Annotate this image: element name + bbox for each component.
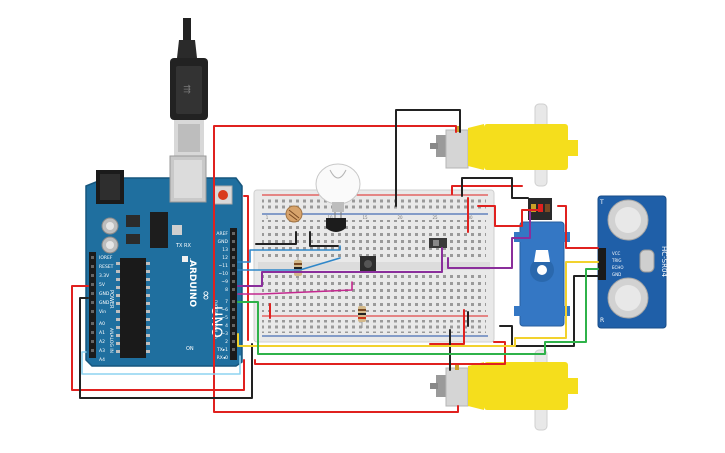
pin-9-label: ~9 — [221, 279, 228, 285]
pin-a1-label: A1 — [99, 330, 105, 336]
pin-vcc-label: VCC — [612, 251, 621, 256]
pin-5v-label: 5V — [99, 282, 106, 288]
wire-yellow[interactable] — [237, 261, 599, 347]
pin-a3-label: A3 — [99, 348, 105, 354]
pin-a2-label: A2 — [99, 339, 105, 345]
pin-7-label: 7 — [225, 299, 228, 305]
pin-11-label: ~11 — [219, 263, 229, 269]
sensor-name-label: HC-SR04 — [660, 246, 668, 277]
wire-red[interactable] — [477, 205, 539, 227]
column-number: 15 — [362, 215, 368, 220]
wire-purple[interactable] — [447, 211, 531, 269]
pin-gnd-label: GND — [612, 272, 621, 277]
analog-section-label: ANALOG IN — [108, 328, 114, 353]
resistor[interactable] — [358, 304, 366, 328]
photoresistor[interactable] — [285, 205, 303, 223]
wire-black[interactable] — [461, 177, 529, 199]
pin-0-label: RX◂0 — [217, 355, 228, 361]
pin-ioref-label: IOREF — [99, 255, 113, 261]
wire-red[interactable] — [451, 185, 523, 195]
ultrasonic-sensor[interactable]: HC-SR04 VCC TRIG ECHO GND T R — [597, 195, 668, 329]
power-section-label: POWER — [108, 290, 114, 309]
pin-5-label: ~5 — [221, 315, 228, 321]
l-led-label: L — [190, 258, 193, 264]
wire-black[interactable] — [499, 275, 599, 347]
dc-motor-top[interactable] — [430, 103, 578, 187]
tx-label: TX — [175, 243, 183, 249]
wire-green[interactable] — [237, 268, 599, 355]
pin-3-label: ~3 — [221, 331, 228, 337]
pin-a0-label: A0 — [99, 321, 105, 327]
pin-8-label: 8 — [225, 287, 228, 293]
wire-red[interactable] — [243, 195, 249, 341]
pin-reset-label: RESET — [99, 264, 114, 270]
wire-black[interactable] — [255, 231, 297, 245]
column-number: 20 — [397, 215, 403, 220]
push-button[interactable] — [360, 256, 376, 272]
usb-chip — [150, 212, 168, 248]
slide-switch[interactable] — [429, 238, 447, 248]
pin-4-label: 4 — [225, 323, 228, 329]
wire-red[interactable] — [429, 309, 465, 345]
on-led-label: ON — [186, 346, 194, 352]
wire-black[interactable] — [309, 231, 339, 247]
arduino-model-label: UNO — [208, 306, 224, 338]
pin-vin-label: Vin — [99, 309, 106, 315]
wire-red[interactable] — [213, 343, 459, 413]
pin-13-label: 13 — [222, 247, 228, 253]
arduino-uno-board[interactable]: TX RX ARDUINO ∞ UNO ON L — [85, 155, 243, 367]
pin-gnd-label: GND — [218, 239, 229, 245]
wire-red[interactable] — [254, 341, 506, 365]
usb-cable: ⇶ — [170, 18, 208, 156]
pin-2-label: 2 — [225, 339, 228, 345]
rx-label: RX — [184, 243, 191, 249]
wire-purple[interactable] — [237, 247, 443, 287]
usb-symbol-icon: ⇶ — [183, 84, 191, 95]
wire-red[interactable] — [557, 205, 599, 249]
pin-1-label: TX▸1 — [216, 347, 228, 353]
servo-motor[interactable] — [514, 198, 570, 327]
arduino-infinity-icon: ∞ — [198, 290, 213, 301]
transistor[interactable] — [326, 218, 346, 232]
dc-motor-bottom[interactable] — [430, 349, 578, 431]
pin-gnd-label: GND — [99, 291, 110, 297]
pin-3v3-label: 3.3V — [99, 273, 110, 279]
pin-gnd-label: GND — [99, 300, 110, 306]
wire-black[interactable] — [395, 109, 461, 207]
wires — [71, 109, 599, 413]
atmega-chip — [120, 258, 146, 358]
pin-trig-label: TRIG — [611, 258, 622, 263]
wire-red[interactable] — [71, 285, 245, 391]
column-number: 10 — [327, 215, 333, 220]
receive-label: R — [600, 317, 604, 324]
power-header — [89, 252, 96, 358]
pin-a4-label: A4 — [99, 357, 105, 363]
pin-12-label: 12 — [222, 255, 228, 261]
pin-10-label: ~10 — [219, 271, 229, 277]
transmit-label: T — [599, 199, 604, 206]
column-number: 25 — [432, 215, 438, 220]
arduino-brand-label: ARDUINO — [187, 260, 197, 308]
wire-blue[interactable] — [237, 257, 341, 271]
pin-echo-label: ECHO — [612, 265, 623, 270]
wire-magenta[interactable] — [237, 281, 353, 295]
pin-aref-label: AREF — [216, 231, 228, 237]
wire-red[interactable] — [213, 125, 457, 345]
digital-header — [230, 228, 237, 360]
pin-6-label: ~6 — [221, 307, 228, 313]
column-number: 1 — [266, 215, 269, 220]
column-number: 30 — [467, 215, 473, 220]
wire-black[interactable] — [79, 297, 253, 399]
wire-lightblue[interactable] — [81, 351, 241, 375]
wire-blue[interactable] — [237, 245, 341, 263]
